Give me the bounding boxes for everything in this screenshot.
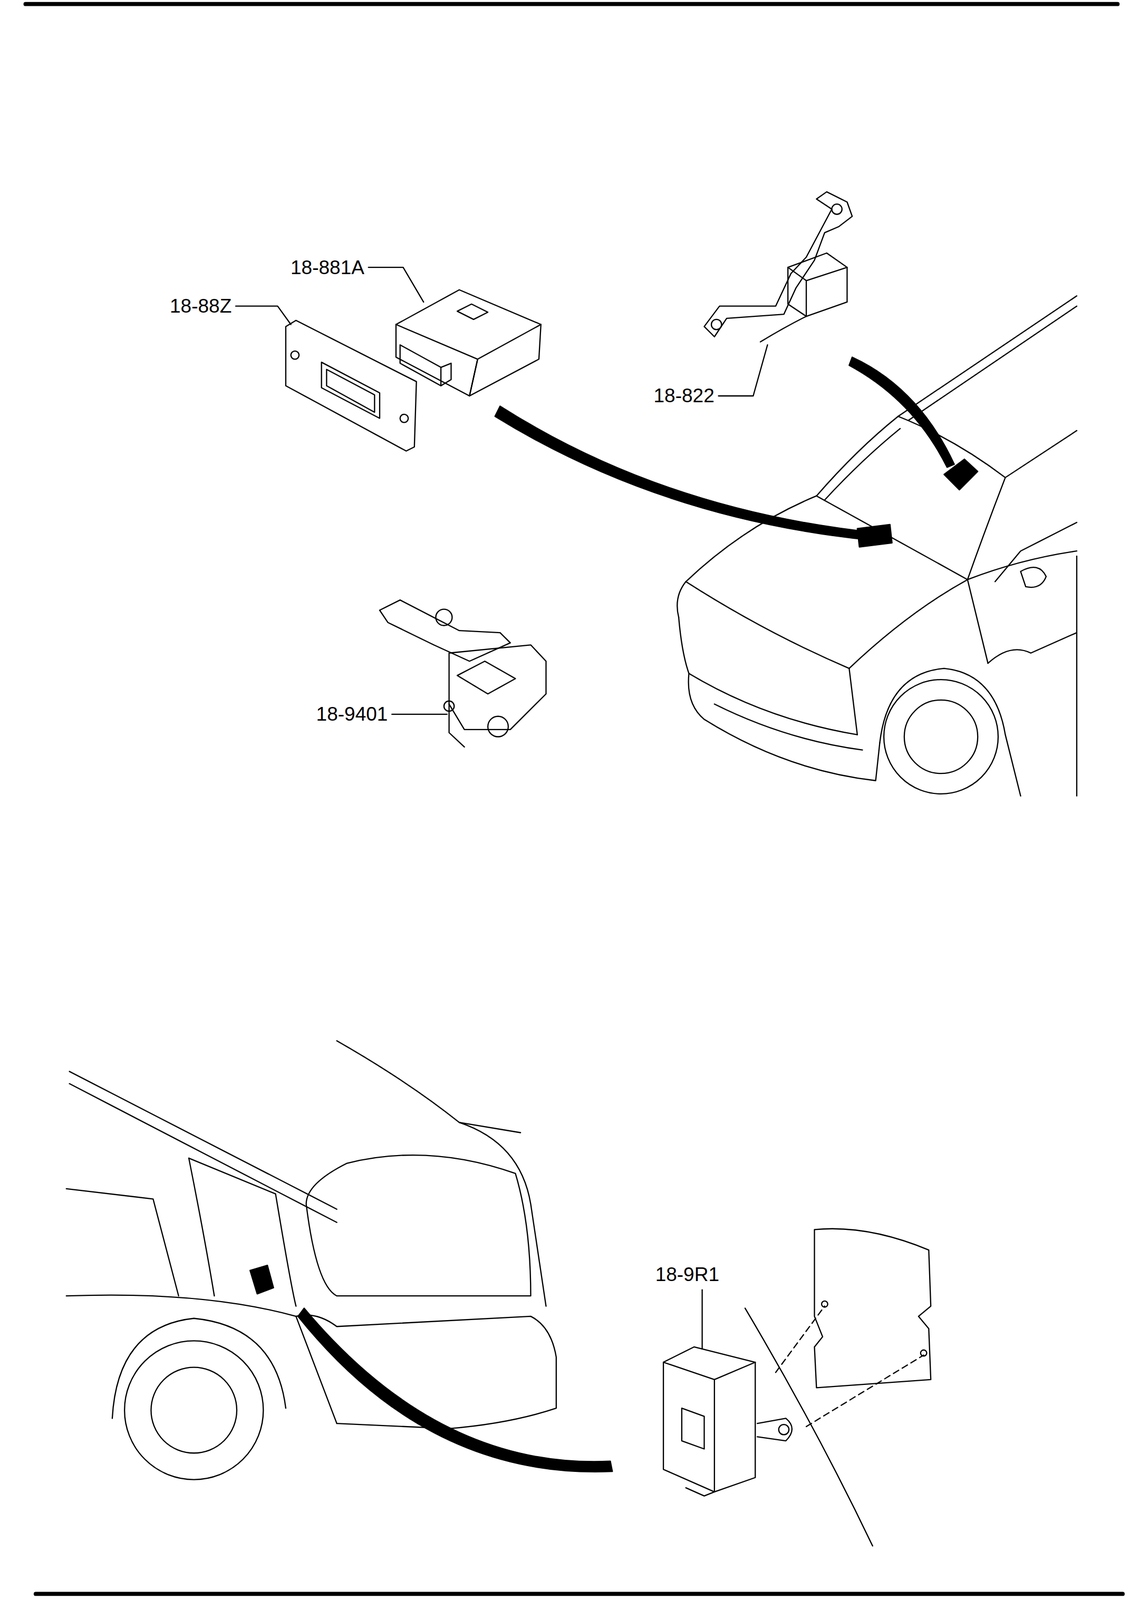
sensor-unit	[379, 600, 546, 748]
leader-lines	[235, 267, 768, 1350]
callout-number: 18-9401	[315, 704, 390, 725]
callout-number: 18-88Z	[168, 296, 233, 316]
callout-number: 18-9R1	[654, 1265, 721, 1285]
bottom-rule	[35, 1592, 1123, 1597]
control-module	[396, 290, 542, 397]
sensor-bracket	[703, 191, 853, 343]
front-vehicle	[495, 295, 1077, 796]
callout-number: 18-822	[652, 385, 716, 406]
top-rule	[25, 2, 1118, 7]
rear-vehicle	[66, 1040, 613, 1480]
callout-number: 18-881A	[289, 257, 366, 278]
mounting-bracket	[285, 320, 417, 452]
